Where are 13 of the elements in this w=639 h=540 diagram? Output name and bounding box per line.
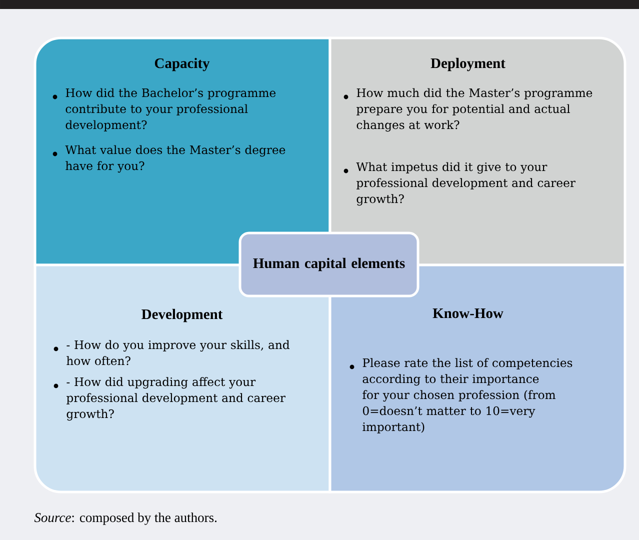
- bullet-item: Please rate the list of competencies according to their importance for your chosen profession (from 0=doesn’t matter to 10=very important): [362, 358, 572, 434]
- bullet-item: - How do you improve your skills, and how often?: [66, 340, 290, 366]
- quadrant-heading: Development: [142, 308, 223, 322]
- bullet-item: - How did upgrading affect your professional development and career growth?: [66, 377, 286, 421]
- center-box: Human capital elements: [238, 232, 420, 298]
- quadrant-heading: Know-How: [432, 308, 504, 318]
- bullet-item: What impetus did it give to your professional development and career growth?: [356, 162, 576, 206]
- bullet-item: How much did the Master’s programme prepare you for potential and actual changes at work?: [356, 88, 592, 132]
- bullet-item: What value does the Master’s degree have for you?: [65, 145, 286, 173]
- bullet-item: How did the Bachelor’s programme contribute to your professional development?: [66, 88, 276, 132]
- quadrant-heading: Deployment: [430, 58, 506, 72]
- quadrant-heading: Capacity: [154, 58, 210, 72]
- caption: Source: composed by the authors.: [34, 512, 217, 525]
